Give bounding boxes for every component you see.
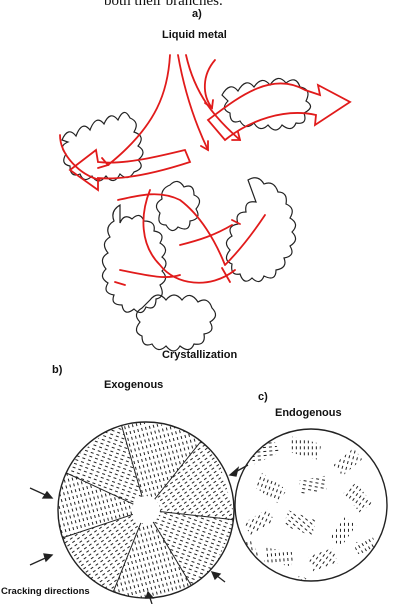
flow-channel-network — [115, 190, 265, 285]
flow-stream-1 — [108, 55, 170, 165]
exogenous-grain-circle — [56, 420, 236, 600]
dendrite-center — [102, 205, 166, 313]
flow-stream-2 — [178, 55, 208, 150]
flow-arrowheads — [98, 100, 240, 168]
dendrite-left — [62, 112, 143, 181]
endogenous-grain-circle — [235, 429, 387, 597]
dendrite-lower — [136, 295, 215, 351]
flow-big-arrow-right — [208, 83, 350, 140]
dendrite-cluster — [62, 78, 311, 351]
dendrite-right — [226, 178, 295, 282]
dendrite-mid — [156, 181, 199, 230]
